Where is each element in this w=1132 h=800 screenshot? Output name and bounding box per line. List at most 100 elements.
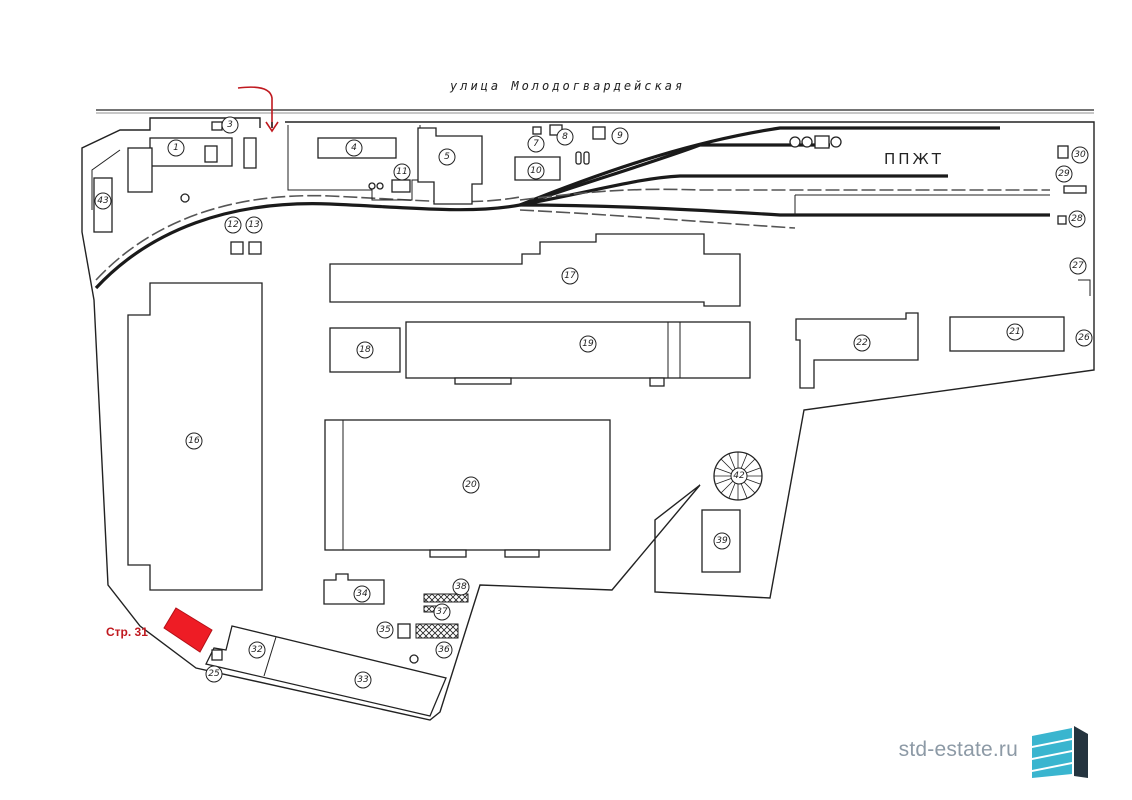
building-marker-circle — [1055, 165, 1073, 183]
building-marker-circle — [248, 641, 266, 659]
building-shape-13 — [248, 241, 262, 255]
tank-group — [789, 135, 842, 149]
building-32-divider — [263, 636, 277, 677]
building-marker-circle — [1075, 329, 1093, 347]
building-marker-35[interactable]: 35 — [376, 621, 394, 639]
building-marker-number: 25 — [208, 669, 220, 679]
building-marker-34[interactable]: 34 — [353, 585, 371, 603]
building-marker-circle — [556, 128, 574, 146]
building-marker-circle — [579, 335, 597, 353]
building-shape-9 — [592, 126, 606, 140]
building-marker-19[interactable]: 19 — [579, 335, 597, 353]
building-shape-36 — [415, 623, 459, 639]
building-marker-29[interactable]: 29 — [1055, 165, 1073, 183]
highlight-building-31[interactable] — [163, 607, 213, 653]
building-marker-number: 35 — [379, 625, 391, 635]
well-1 — [180, 193, 190, 203]
building-marker-number: 18 — [359, 345, 371, 355]
building-marker-number: 16 — [188, 436, 200, 446]
building-marker-5[interactable]: 5 — [438, 148, 456, 166]
building-marker-circle — [221, 116, 239, 134]
building-marker-1[interactable]: 1 — [167, 139, 185, 157]
building-marker-27[interactable]: 27 — [1069, 257, 1087, 275]
rail-branch-1 — [519, 143, 830, 207]
building-shape-1b — [127, 147, 153, 193]
building-marker-32[interactable]: 32 — [248, 641, 266, 659]
building-marker-13[interactable]: 13 — [245, 216, 263, 234]
building-marker-circle — [353, 585, 371, 603]
building-marker-26[interactable]: 26 — [1075, 329, 1093, 347]
building-marker-circle — [1006, 323, 1024, 341]
building-marker-circle — [853, 334, 871, 352]
building-marker-12[interactable]: 12 — [224, 216, 242, 234]
brand-site-text[interactable]: std-estate.ru — [898, 738, 1018, 761]
building-marker-number: 33 — [357, 675, 369, 685]
building-marker-number: 32 — [251, 645, 263, 655]
building-marker-number: 39 — [716, 536, 728, 546]
building-marker-number: 36 — [438, 645, 450, 655]
building-marker-25[interactable]: 25 — [205, 665, 223, 683]
building-shape-29 — [1063, 185, 1087, 194]
building-marker-number: 5 — [444, 152, 450, 162]
building-marker-circle — [462, 476, 480, 494]
rail-branch-5 — [519, 188, 1050, 201]
building-marker-42[interactable]: 42 — [730, 467, 748, 485]
building-marker-18[interactable]: 18 — [356, 341, 374, 359]
brand-watermark: std-estate.ru — [899, 722, 1092, 778]
building-20-annex-2 — [504, 549, 540, 558]
building-marker-number: 4 — [351, 143, 357, 153]
building-marker-21[interactable]: 21 — [1006, 323, 1024, 341]
building-marker-10[interactable]: 10 — [527, 162, 545, 180]
building-marker-circle — [730, 467, 748, 485]
rail-branch-4 — [519, 209, 796, 229]
building-marker-8[interactable]: 8 — [556, 128, 574, 146]
building-shape-35 — [397, 623, 411, 639]
building-marker-circle — [713, 532, 731, 550]
building-shape-7 — [532, 126, 542, 135]
building-shape-28 — [1057, 215, 1067, 225]
building-marker-16[interactable]: 16 — [185, 432, 203, 450]
building-marker-number: 9 — [617, 131, 623, 141]
building-marker-number: 43 — [97, 196, 109, 206]
building-marker-9[interactable]: 9 — [611, 127, 629, 145]
building-marker-3[interactable]: 3 — [221, 116, 239, 134]
building-marker-number: 22 — [856, 338, 868, 348]
building-shape-22 — [795, 312, 919, 389]
building-marker-circle — [94, 192, 112, 210]
building-marker-circle — [345, 139, 363, 157]
building-20-annex — [429, 549, 467, 558]
building-marker-33[interactable]: 33 — [354, 671, 372, 689]
building-marker-number: 8 — [562, 132, 568, 142]
building-marker-number: 28 — [1071, 214, 1083, 224]
building-marker-number: 37 — [436, 607, 448, 617]
building-marker-number: 42 — [733, 471, 745, 481]
building-marker-11[interactable]: 11 — [393, 163, 411, 181]
building-marker-36[interactable]: 36 — [435, 641, 453, 659]
building-marker-43[interactable]: 43 — [94, 192, 112, 210]
building-marker-number: 30 — [1074, 150, 1086, 160]
entrance-arrowhead-icon — [265, 121, 279, 133]
building-marker-4[interactable]: 4 — [345, 139, 363, 157]
building-marker-28[interactable]: 28 — [1068, 210, 1086, 228]
boundary-left-inner — [91, 149, 121, 210]
building-marker-circle — [527, 162, 545, 180]
building-marker-20[interactable]: 20 — [462, 476, 480, 494]
building-marker-22[interactable]: 22 — [853, 334, 871, 352]
building-marker-38[interactable]: 38 — [452, 578, 470, 596]
building-marker-39[interactable]: 39 — [713, 532, 731, 550]
building-marker-7[interactable]: 7 — [527, 135, 545, 153]
building-shape-1d — [243, 137, 257, 169]
building-marker-circle — [185, 432, 203, 450]
entrance-arrow-icon — [237, 86, 273, 128]
building-marker-number: 19 — [582, 339, 594, 349]
building-shape-1c — [204, 145, 218, 163]
building-marker-circle — [611, 127, 629, 145]
rail-main-dash — [95, 194, 521, 281]
building-marker-37[interactable]: 37 — [433, 603, 451, 621]
building-marker-number: 11 — [396, 167, 407, 177]
building-shape-38 — [423, 593, 469, 603]
building-marker-number: 27 — [1072, 261, 1084, 271]
building-marker-17[interactable]: 17 — [561, 267, 579, 285]
building-marker-30[interactable]: 30 — [1071, 146, 1089, 164]
